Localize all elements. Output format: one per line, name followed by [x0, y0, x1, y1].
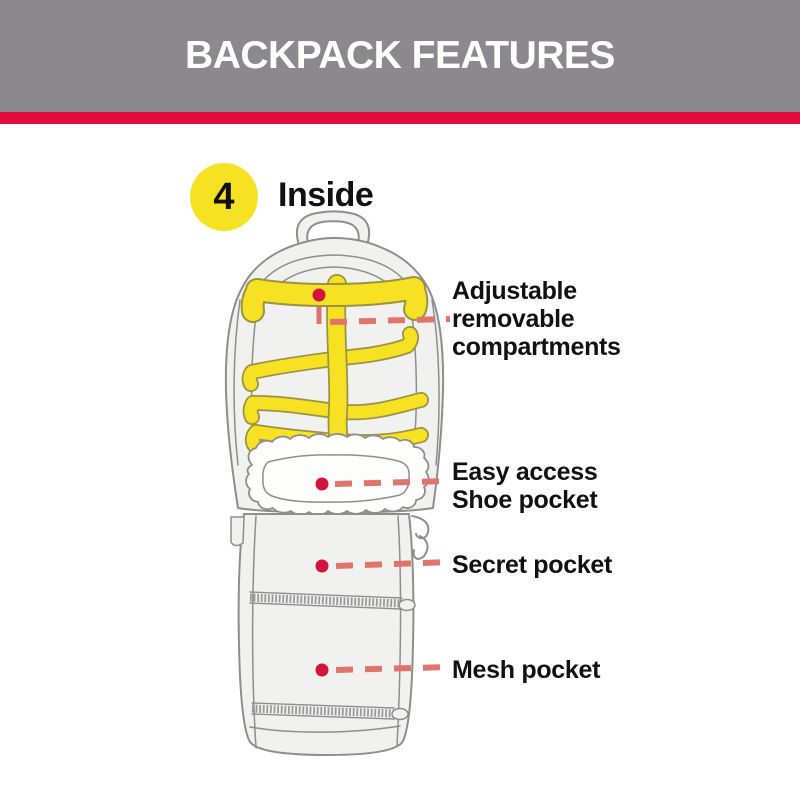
annotation-line: compartments	[452, 333, 621, 361]
leader-line-compartments	[329, 316, 451, 325]
annotation-line: Secret pocket	[452, 551, 613, 579]
front-flap	[230, 513, 430, 756]
leader-line-mesh-pocket	[335, 664, 451, 673]
marker-dot-compartments	[312, 288, 326, 302]
header-banner: BACKPACK FEATURES	[0, 0, 800, 112]
annotation-line: Mesh pocket	[452, 656, 601, 684]
marker-dot-mesh-pocket	[315, 663, 329, 677]
marker-dots	[312, 288, 329, 677]
leader-line-secret-pocket	[335, 559, 451, 569]
marker-dot-secret-pocket	[315, 559, 329, 573]
zipper-pull-icon	[411, 515, 430, 560]
leader-lines	[316, 307, 451, 673]
annotation-line: Shoe pocket	[452, 486, 598, 514]
annotation-adjustable-removable-compartments: Adjustable removable compartments	[452, 277, 621, 361]
page-title: BACKPACK FEATURES	[185, 34, 615, 77]
step-badge: 4	[190, 163, 258, 231]
annotation-secret-pocket: Secret pocket	[452, 551, 612, 579]
backpack-handle-icon	[295, 210, 371, 246]
annotation-easy-access-shoe-pocket: Easy access Shoe pocket	[452, 458, 598, 514]
step-number: 4	[213, 175, 235, 218]
divider-straps	[240, 274, 429, 454]
annotation-line: Easy access	[452, 458, 598, 486]
shoe-pocket	[245, 433, 430, 516]
divider-strap-middle	[241, 326, 419, 392]
zipper-bottom	[249, 702, 409, 733]
annotation-mesh-pocket: Mesh pocket	[452, 656, 600, 684]
divider-strap-top	[240, 276, 429, 323]
left-tab	[230, 516, 245, 547]
zipper-top	[249, 591, 416, 612]
annotation-line: removable	[452, 305, 575, 333]
annotation-line: Adjustable	[452, 277, 577, 305]
section-label: Inside	[278, 176, 374, 214]
leader-line-shoe-pocket	[334, 478, 451, 487]
header-accent-stripe	[0, 112, 800, 124]
marker-dot-shoe-pocket	[315, 477, 329, 491]
